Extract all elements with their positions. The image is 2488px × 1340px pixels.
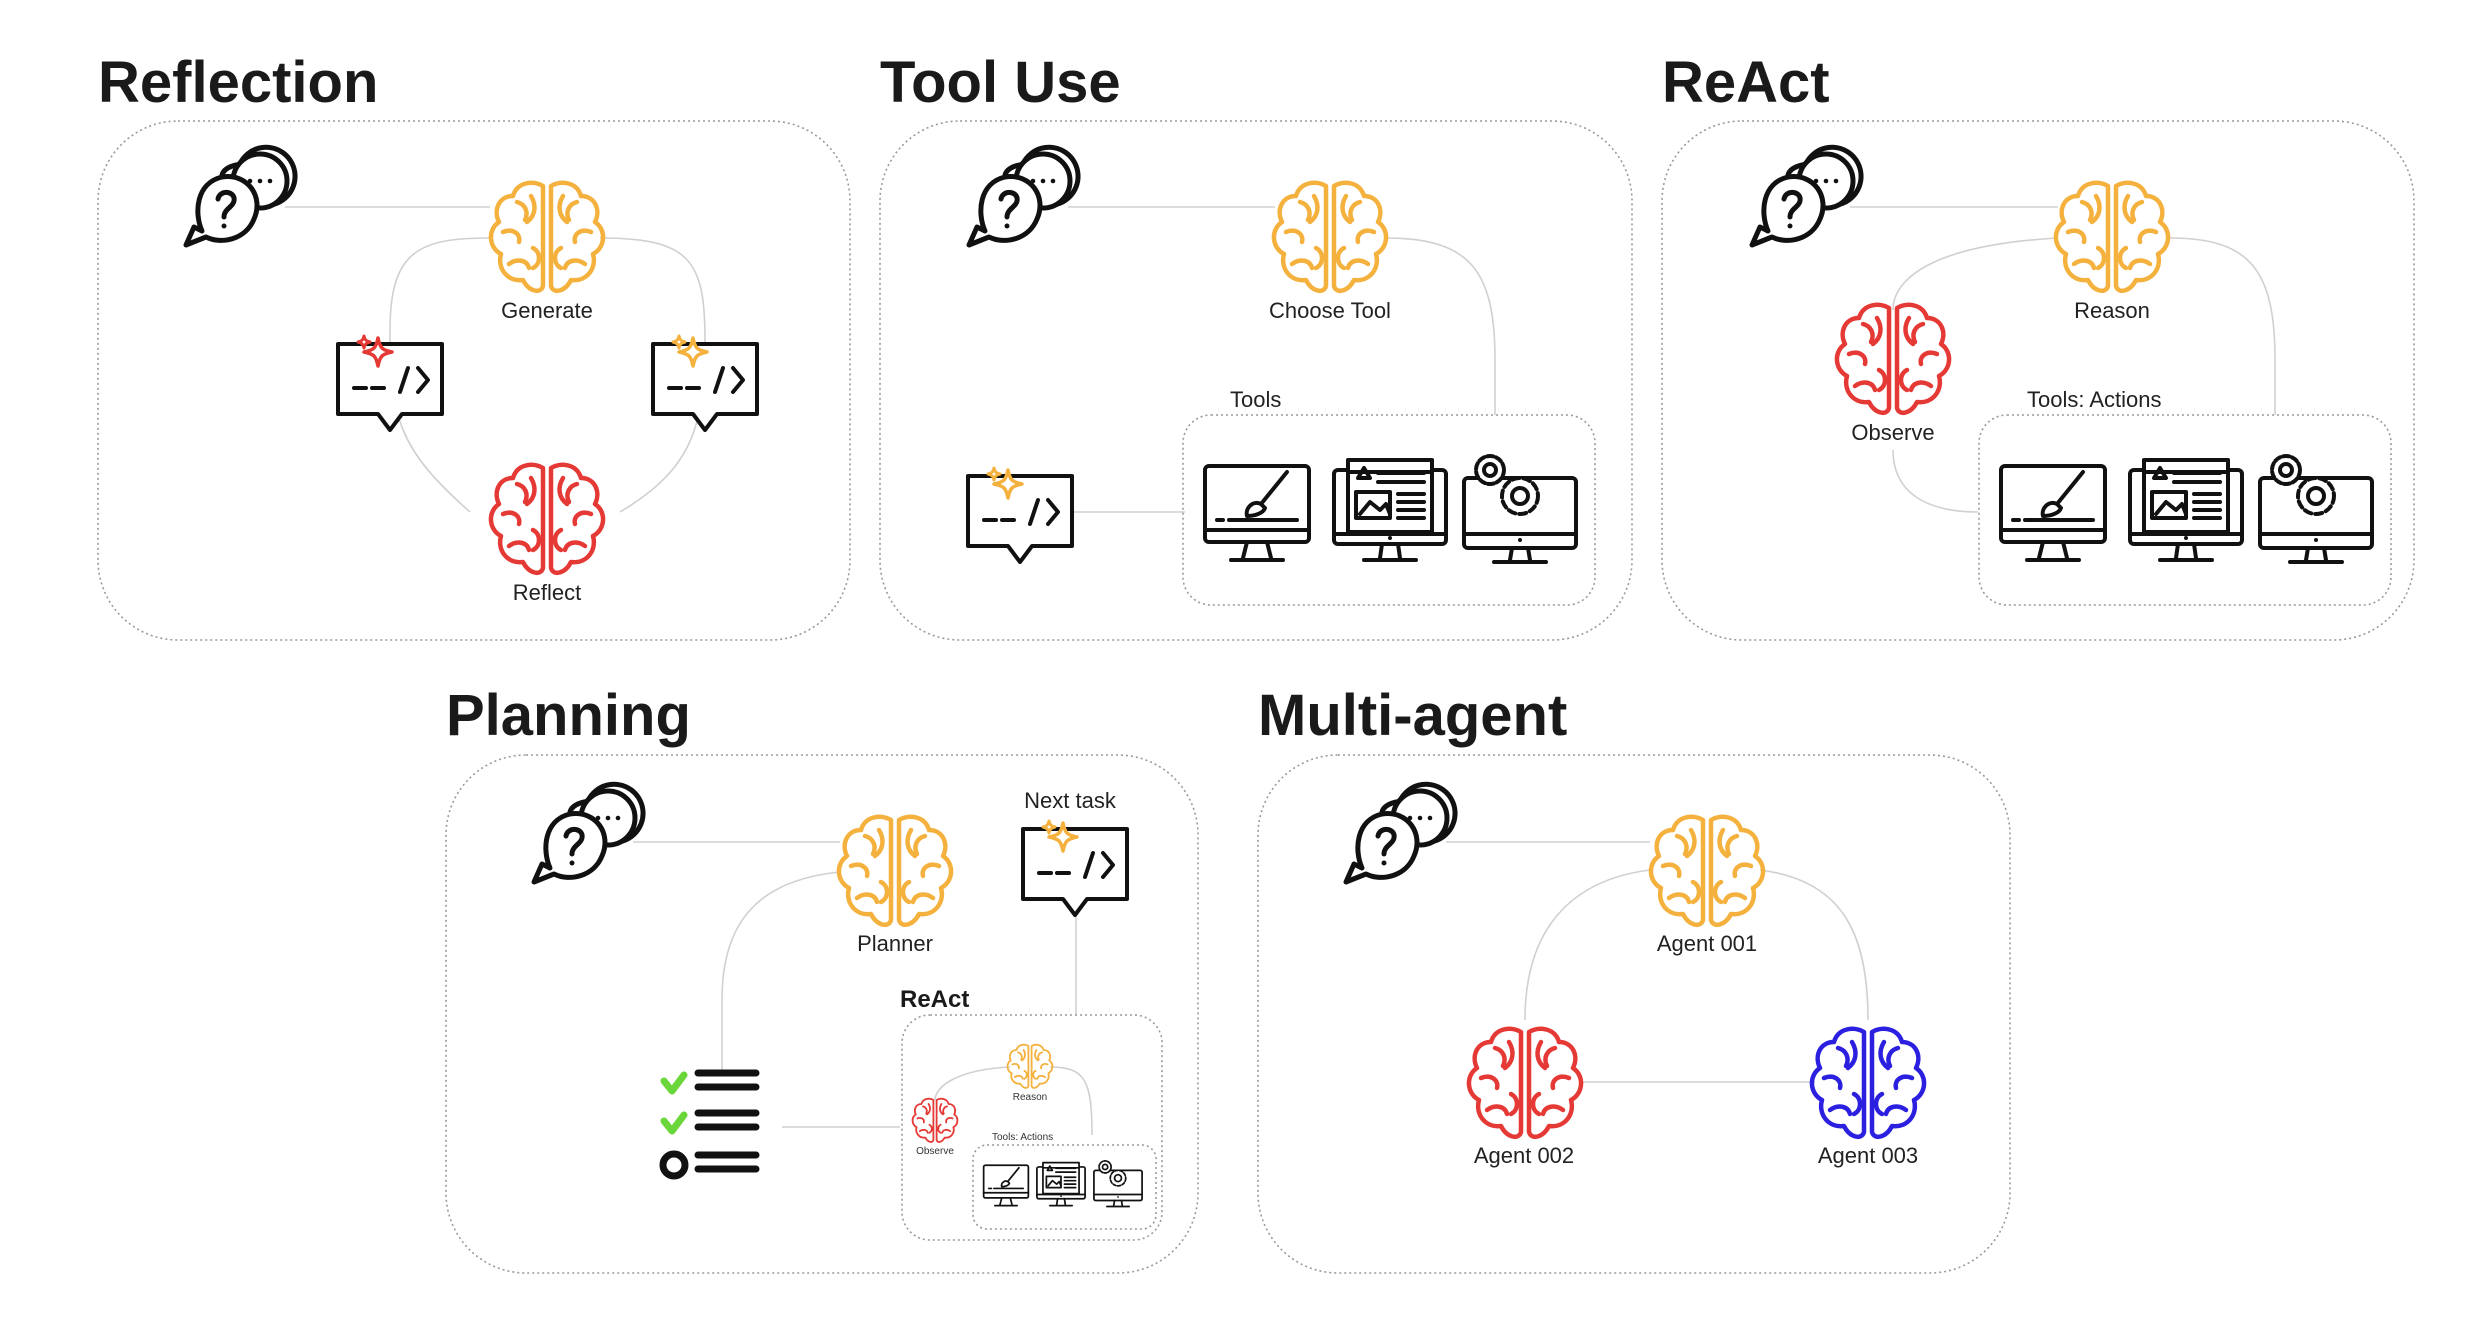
planning-title: Planning [446,683,691,748]
tools-actions-panel [1978,414,2392,606]
react-sub-label: ReAct [900,986,969,1013]
question-bubble-icon [969,147,1078,245]
monitor-layout-icon [1036,1161,1086,1207]
reason-label: Reason [2074,298,2150,323]
reflection-panel [97,120,851,641]
next-task-label: Next task [1024,788,1117,813]
question-bubble-icon [1346,784,1455,882]
multi-agent-title: Multi-agent [1258,683,1567,748]
multi-agent-section: Multi-agent Agent 001 Agent 002 Agent 00… [1257,683,2011,1274]
react-section: ReAct Reason Observe Tools: Actions [1661,50,2415,641]
code-sparkle-icon [651,342,759,432]
tools-label: Tools [1230,387,1281,412]
planning-panel [445,754,1199,1274]
code-sparkle-icon [336,342,444,432]
brain-icon [1837,305,1949,413]
brain-icon [1812,1029,1924,1137]
react-panel [1661,120,2415,641]
question-bubble-icon [1752,147,1861,245]
reflection-section: Reflection Generate Reflect [97,50,851,641]
brain-icon [1651,817,1763,925]
agent-003-label: Agent 003 [1818,1143,1918,1168]
mini-react-panel [901,1014,1163,1241]
monitor-gears-icon [1093,1160,1143,1208]
monitor-paint-icon [1999,464,2107,562]
monitor-paint-icon [982,1164,1030,1207]
brain-icon [1274,183,1386,291]
agent-002-label: Agent 002 [1474,1143,1574,1168]
question-bubble-icon [534,784,643,882]
monitor-layout-icon [2128,458,2244,562]
react-title: ReAct [1662,50,1830,115]
tools-panel [1182,414,1596,606]
tool-use-section: Tool Use Choose Tool Tools [879,50,1633,641]
mini-observe-label: Observe [916,1146,954,1157]
code-sparkle-icon [1021,827,1129,917]
generate-label: Generate [501,298,593,323]
brain-icon [1469,1029,1581,1137]
mini-tools-actions-label: Tools: Actions [992,1132,1053,1143]
code-sparkle-icon [966,474,1074,564]
tools-actions-label: Tools: Actions [2027,387,2162,412]
tool-use-panel [879,120,1633,641]
observe-label: Observe [1851,420,1934,445]
planner-label: Planner [857,931,933,956]
checklist-icon [663,1073,756,1176]
reflect-label: Reflect [513,580,581,605]
brain-icon [1006,1043,1054,1089]
monitor-gears-icon [1462,454,1578,564]
question-bubble-icon [186,147,295,245]
planning-section: Planning Planner Next task ReAct Reason … [445,683,1199,1274]
monitor-paint-icon [1203,464,1311,562]
mini-reason-label: Reason [1013,1092,1047,1103]
brain-icon [839,817,951,925]
brain-icon [491,465,603,573]
brain-icon [491,183,603,291]
tool-use-title: Tool Use [880,50,1121,115]
reflection-title: Reflection [98,50,378,115]
agent-001-label: Agent 001 [1657,931,1757,956]
brain-icon [2056,183,2168,291]
choose-tool-label: Choose Tool [1269,298,1391,323]
multi-agent-panel [1257,754,2011,1274]
brain-icon [911,1097,959,1143]
monitor-layout-icon [1332,458,1448,562]
monitor-gears-icon [2258,454,2374,564]
